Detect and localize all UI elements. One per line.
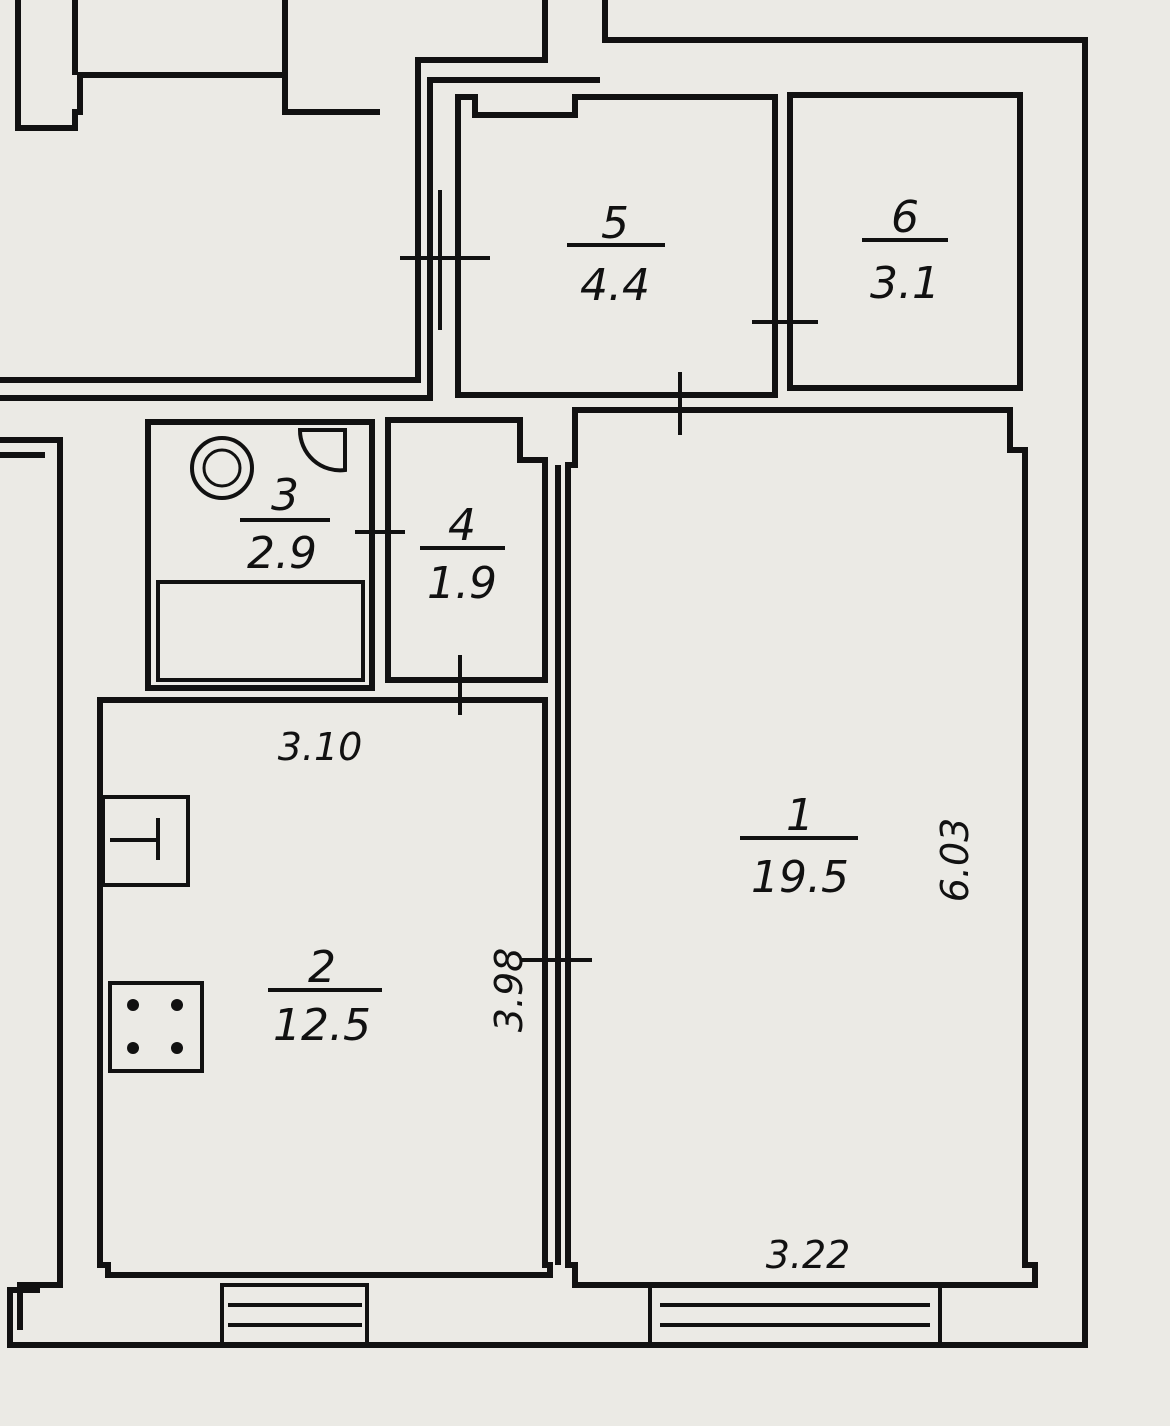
- room-5-number: 5: [601, 198, 629, 249]
- room-5: 5 4.4: [400, 94, 778, 398]
- room-4-area: 1.9: [427, 558, 497, 609]
- room-2-area: 12.5: [273, 1000, 371, 1051]
- room-3: 3 2.9: [145, 419, 405, 691]
- sink-icon: [297, 428, 347, 473]
- sink-icon: [101, 795, 190, 887]
- room-3-number: 3: [271, 470, 299, 521]
- room-4-number: 4: [448, 500, 476, 551]
- room-4: 4 1.9: [385, 417, 548, 715]
- room-1-width-dimension: 3.22: [766, 1233, 851, 1277]
- room-1-area: 19.5: [751, 852, 849, 903]
- room-2-width-dimension: 3.10: [278, 725, 363, 769]
- room-1-length-dimension: 6.03: [933, 818, 977, 903]
- room-6: 6 3.1: [752, 92, 1023, 391]
- room-1: 1 19.5 6.03 3.22: [565, 372, 1038, 1347]
- room-2: 2 12.5 3.10 3.98: [97, 465, 592, 1347]
- room-1-number: 1: [786, 790, 814, 841]
- room-6-area: 3.1: [870, 258, 940, 309]
- stove-icon: [108, 981, 204, 1073]
- toilet-icon: [190, 436, 254, 500]
- room-5-area: 4.4: [580, 260, 650, 311]
- bathtub-icon: [156, 580, 365, 682]
- room-2-number: 2: [308, 942, 336, 993]
- room-6-number: 6: [891, 192, 919, 243]
- room-3-area: 2.9: [247, 528, 317, 579]
- window: [648, 1283, 942, 1347]
- window: [220, 1283, 369, 1347]
- outer-walls: [0, 0, 1088, 1348]
- room-2-length-dimension: 3.98: [487, 948, 531, 1033]
